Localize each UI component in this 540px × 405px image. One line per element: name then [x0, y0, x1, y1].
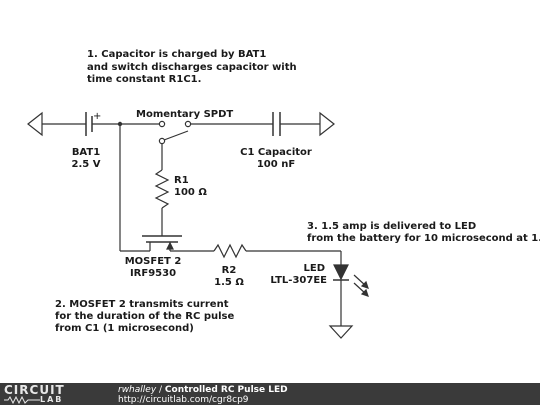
logo-text-bottom: LAB: [40, 395, 64, 404]
led-part: LTL-307EE: [270, 275, 327, 286]
switch-blade: [163, 130, 189, 141]
note1-line2: and switch discharges capacitor with: [87, 62, 297, 73]
circuitlab-logo[interactable]: CIRCUIT LAB: [4, 384, 96, 404]
footer-username[interactable]: rwhalley: [118, 385, 157, 395]
led-label: LED: [303, 263, 325, 274]
footer-circuit-title[interactable]: Controlled RC Pulse LED: [164, 385, 288, 395]
c1-value: 100 nF: [257, 159, 295, 170]
note1-line1: 1. Capacitor is charged by BAT1: [87, 49, 266, 60]
note3-line2: from the battery for 10 microsecond at 1…: [307, 233, 540, 244]
r2-zigzag: [213, 243, 247, 259]
footer-url-link[interactable]: http://circuitlab.com/cgr8cp9: [118, 395, 249, 405]
r2-value: 1.5 Ω: [214, 277, 244, 288]
note2-line3: from C1 (1 microsecond): [55, 323, 194, 334]
footer-separator: /: [156, 385, 165, 395]
logo-wave-icon: [4, 396, 40, 404]
logo-text-top: CIRCUIT: [4, 383, 65, 397]
ground-arrow-bottom: [328, 325, 354, 339]
switch-pin-lower: [158, 137, 166, 145]
footer-bar: CIRCUIT LAB rwhalley / Controlled RC Pul…: [0, 383, 540, 405]
note2-line1: 2. MOSFET 2 transmits current: [55, 299, 229, 310]
r2-label: R2: [222, 265, 237, 276]
junction-dot: [117, 121, 123, 127]
r1-zigzag: [154, 169, 170, 209]
switch-pin-right: [184, 120, 192, 128]
led-diode: [333, 264, 349, 281]
mosfet-arrow: [166, 241, 174, 250]
footer-info: rwhalley / Controlled RC Pulse LED http:…: [118, 385, 288, 405]
switch-label: Momentary SPDT: [136, 109, 233, 120]
ground-arrow-right: [319, 111, 335, 137]
note2-line2: for the duration of the RC pulse: [55, 311, 234, 322]
mosfet-part: IRF9530: [130, 268, 176, 279]
r1-label: R1: [174, 175, 189, 186]
mosfet-label: MOSFET 2: [125, 256, 182, 267]
c1-label: C1 Capacitor: [240, 147, 312, 158]
switch-pin-left: [158, 120, 166, 128]
ground-arrow-left: [27, 111, 43, 137]
bat1-value: 2.5 V: [72, 159, 101, 170]
bat1-label: BAT1: [72, 147, 100, 158]
note1-line3: time constant R1C1.: [87, 74, 201, 85]
schematic-diagram: + 1. Capacitor is charged by BAT1 and sw…: [27, 49, 540, 339]
r1-value: 100 Ω: [174, 187, 207, 198]
battery-plus-sign: +: [93, 111, 101, 122]
note3-line1: 3. 1.5 amp is delivered to LED: [307, 221, 476, 232]
